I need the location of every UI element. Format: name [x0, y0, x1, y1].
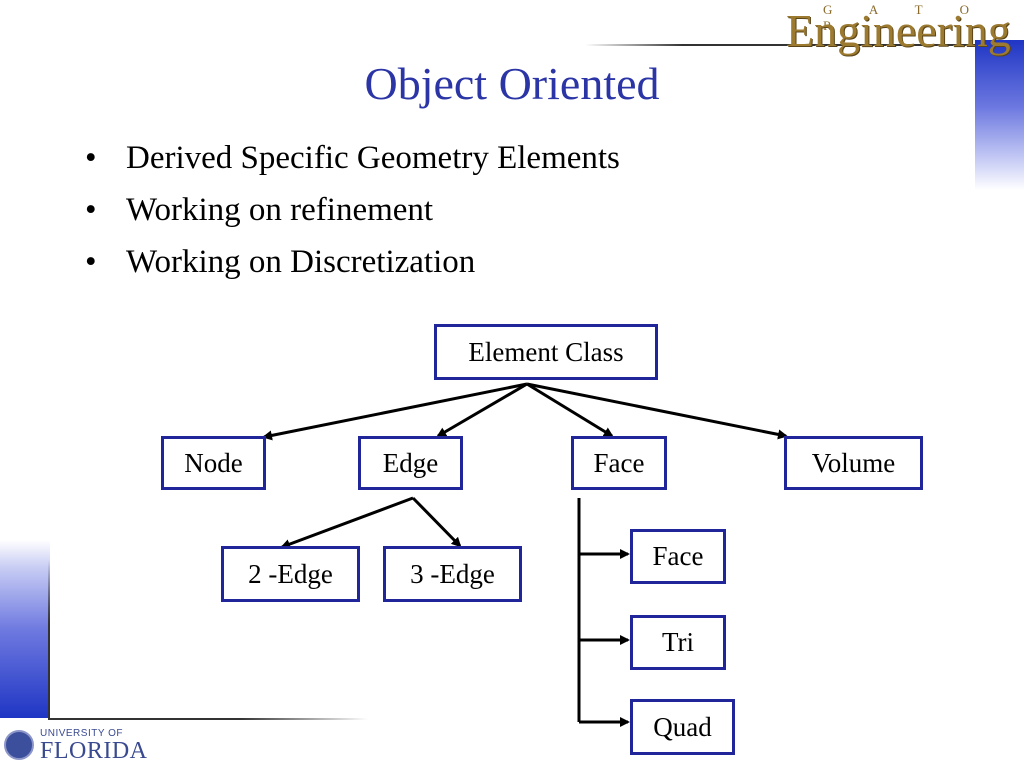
node-face-child: Face	[630, 529, 726, 584]
logo-engineering-text: Engineering	[786, 5, 1011, 56]
node-tri: Tri	[630, 615, 726, 670]
node-edge: Edge	[358, 436, 463, 490]
connector-root-face	[526, 382, 614, 438]
gator-engineering-logo: G A T O R Engineering	[778, 0, 1024, 54]
connector-edge-3edge	[411, 496, 462, 548]
bullet-item: • Derived Specific Geometry Elements	[85, 132, 620, 184]
bullet-dot-icon: •	[85, 244, 97, 280]
logo-florida-text: FLORIDA	[40, 738, 148, 764]
bullet-dot-icon: •	[85, 140, 97, 176]
connector-root-edge	[436, 382, 528, 438]
node-3-edge: 3 -Edge	[383, 546, 522, 602]
bullet-item: • Working on refinement	[85, 184, 620, 236]
university-of-florida-logo: UNIVERSITY OF FLORIDA	[4, 728, 154, 764]
node-face: Face	[571, 436, 667, 490]
uf-seal-icon	[4, 730, 34, 760]
node-quad: Quad	[630, 699, 735, 755]
node-volume: Volume	[784, 436, 923, 490]
bullet-item: • Working on Discretization	[85, 236, 620, 288]
left-divider-line	[48, 560, 50, 720]
connector-edge-2edge	[280, 496, 414, 549]
slide-title: Object Oriented	[364, 58, 660, 109]
node-2-edge: 2 -Edge	[221, 546, 360, 602]
bottom-divider-line	[48, 718, 368, 720]
bullet-text: Working on refinement	[126, 192, 434, 228]
right-decor-strip	[975, 40, 1024, 190]
left-decor-strip	[0, 540, 50, 718]
bullet-text: Derived Specific Geometry Elements	[126, 140, 620, 176]
connector-root-node	[262, 382, 528, 441]
top-divider-line	[585, 44, 975, 46]
logo-university-text: UNIVERSITY OF	[40, 728, 123, 739]
node-element-class: Element Class	[434, 324, 658, 380]
bullet-dot-icon: •	[85, 192, 97, 228]
connector-root-volume	[526, 382, 788, 440]
logo-gator-text: G A T O R	[823, 2, 986, 33]
bullet-list: • Derived Specific Geometry Elements • Wor…	[85, 132, 620, 288]
node-node: Node	[161, 436, 266, 490]
bullet-text: Working on Discretization	[126, 244, 476, 280]
